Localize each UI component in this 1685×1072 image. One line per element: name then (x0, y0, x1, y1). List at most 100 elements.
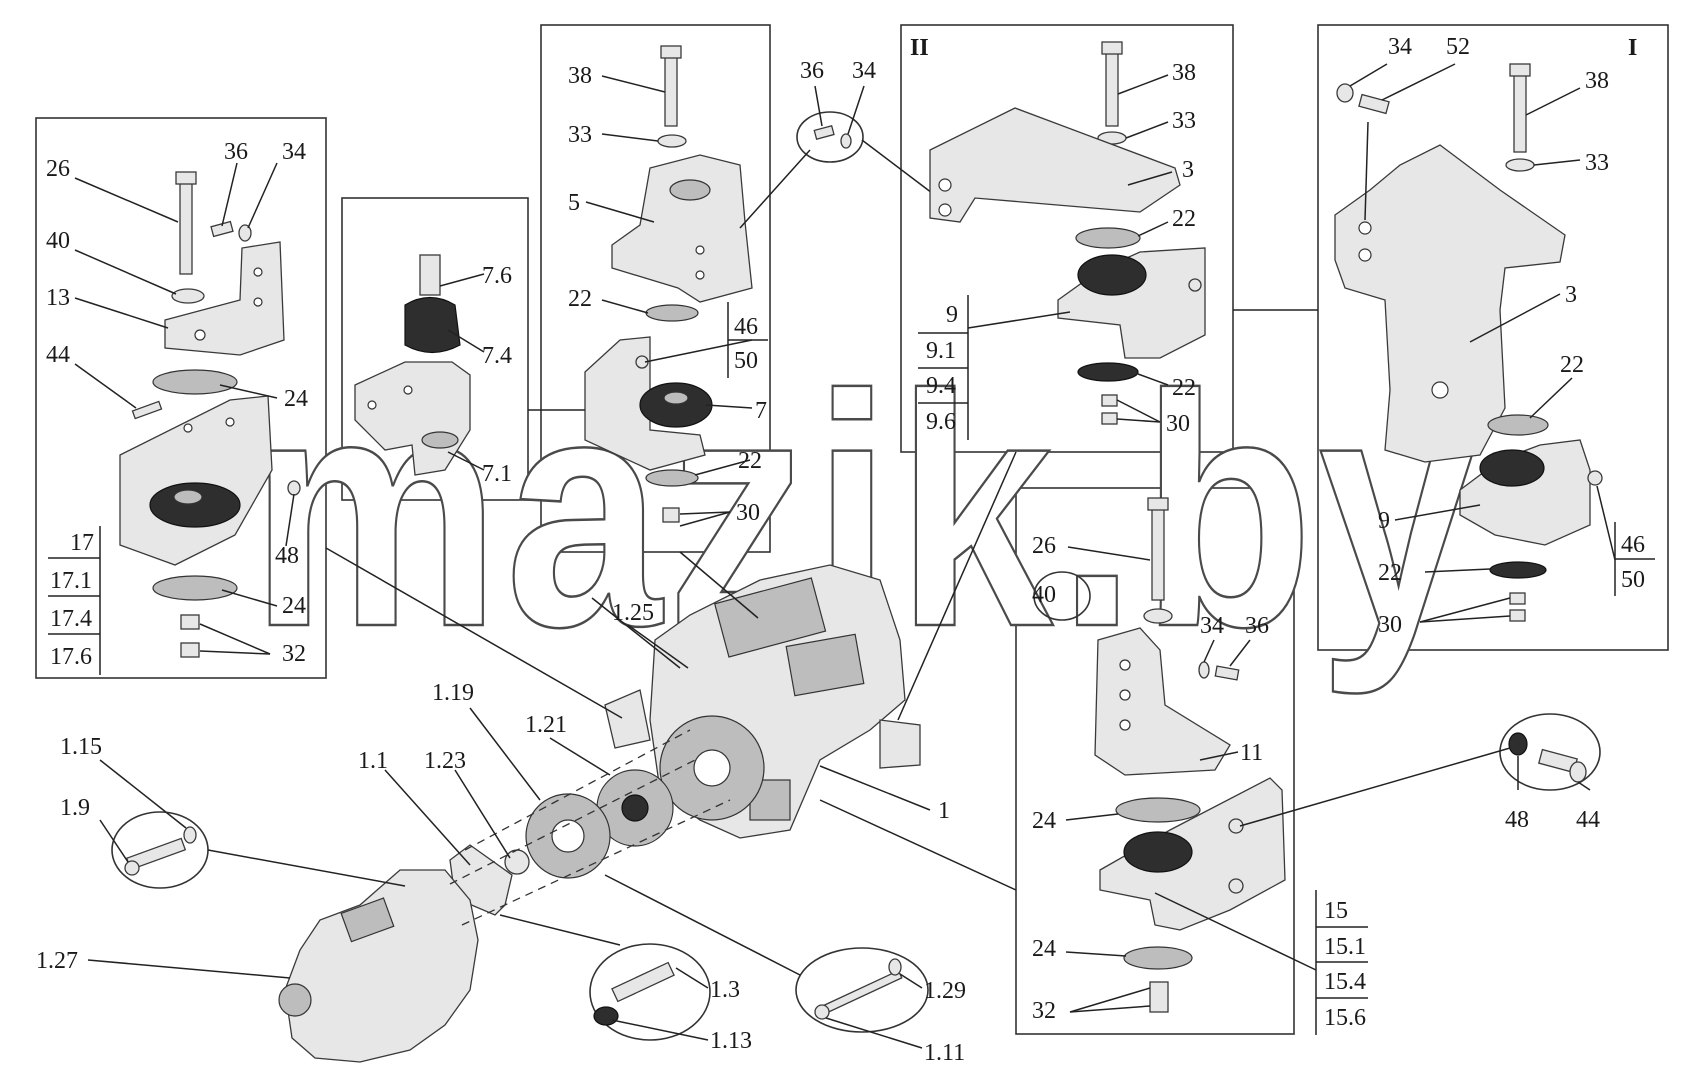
label-38-b: 38 (1172, 60, 1196, 86)
table-9: 9 9.1 9.4 9.6 (918, 295, 969, 440)
label-callout-36: 36 (800, 58, 824, 84)
hole (367, 400, 377, 410)
box3-leaders (585, 75, 753, 527)
label-40: 40 (46, 228, 70, 254)
leader (1065, 813, 1119, 821)
label-1-25: 1.25 (612, 600, 654, 626)
leader (221, 162, 238, 227)
hole (1119, 689, 1131, 701)
leader (679, 511, 731, 527)
plate-24-b-upper-drawing (1115, 797, 1201, 823)
label-1-1: 1.1 (358, 748, 388, 774)
leader (585, 201, 655, 223)
leader (1469, 293, 1561, 343)
leader (814, 85, 823, 127)
table-17-row-4: 17.6 (50, 644, 92, 670)
bolt-38-b-drawing (1105, 51, 1119, 127)
leader (644, 339, 753, 363)
leader (207, 849, 406, 887)
bolt-38-c-drawing (1513, 73, 1527, 153)
leader (199, 623, 271, 655)
table-46-50-left-row-2: 50 (734, 348, 758, 374)
leader (967, 311, 1071, 329)
leader (679, 511, 731, 515)
label-9-c: 9 (1378, 508, 1390, 534)
cushion-top (173, 489, 203, 505)
hole (253, 297, 263, 307)
bolt-26-b-drawing (1151, 507, 1165, 601)
box4-parts (929, 41, 1206, 425)
box1-labels: 26 36 34 40 13 44 24 48 24 32 (46, 139, 308, 667)
box6-labels: 26 40 34 36 11 24 24 32 (1032, 533, 1269, 1024)
bolt-head (124, 860, 140, 876)
box3-labels: 38 33 5 22 7 22 30 (568, 63, 767, 526)
label-48-e: 48 (1505, 807, 1529, 833)
callout-circle (796, 111, 864, 163)
mount-bracket-front-left (604, 689, 651, 749)
bolt-1-3-drawing (611, 961, 675, 1003)
table-17-row-2: 17.1 (50, 568, 92, 594)
bracket-3-c-drawing (1334, 144, 1566, 463)
assembly-labels: 1.25 1.19 1.21 1.1 1.23 1 1.27 (36, 600, 950, 979)
leader (1419, 597, 1511, 623)
leader (604, 874, 801, 976)
table-15-row-2: 15.1 (1324, 934, 1366, 960)
bolt-26-b-head (1147, 497, 1169, 511)
label-33-c: 33 (1585, 150, 1609, 176)
box4-labels: 38 33 3 22 22 30 (1166, 60, 1196, 437)
label-1-27: 1.27 (36, 948, 78, 974)
bolt-38-drawing (664, 55, 678, 127)
label-44: 44 (46, 342, 70, 368)
gearbox-1-27-drawing (284, 869, 479, 1063)
leader (694, 459, 751, 476)
leader (611, 1019, 709, 1041)
cushion-17-bracket-drawing (119, 395, 273, 566)
label-7: 7 (755, 398, 767, 424)
clutch-disc-hub (621, 794, 649, 822)
label-1-3: 1.3 (710, 977, 740, 1003)
label-22-upper: 22 (568, 286, 592, 312)
callout-circle (589, 943, 711, 1041)
table-46-50-right-row-1: 46 (1621, 532, 1645, 558)
label-52: 52 (1446, 34, 1470, 60)
box2-parts (354, 254, 471, 476)
leader (1069, 1005, 1151, 1013)
bracket-hole (669, 179, 711, 201)
leader (1116, 418, 1161, 423)
bracket-5-drawing (611, 154, 753, 303)
label-1-29: 1.29 (924, 978, 966, 1004)
hole (1358, 248, 1372, 262)
leader (899, 973, 923, 989)
leader (1394, 504, 1481, 521)
plate-22-b-lower-drawing (1077, 362, 1139, 382)
label-36: 36 (224, 139, 248, 165)
leader (627, 624, 689, 669)
leader (1533, 159, 1581, 166)
leader (1154, 892, 1317, 971)
cushion-9-rubber (1077, 254, 1147, 296)
label-7-4: 7.4 (482, 343, 512, 369)
hole (1431, 381, 1449, 399)
leader (469, 707, 541, 801)
callout-bolt-1-3: 1.3 1.13 (499, 914, 752, 1054)
label-22-c-upper: 22 (1560, 352, 1584, 378)
washer-40-b-drawing (1143, 608, 1173, 624)
leader (1229, 639, 1251, 667)
label-40-b: 40 (1032, 582, 1056, 608)
leader (1127, 171, 1173, 186)
label-22-b-lower: 22 (1172, 375, 1196, 401)
box5-parts (1334, 63, 1603, 622)
table-9-row-2: 9.1 (926, 338, 956, 364)
washer-34-c-drawing (1336, 83, 1354, 103)
leader (1067, 546, 1151, 561)
label-24-b-lower: 24 (1032, 936, 1056, 962)
assembly-axis (464, 729, 691, 851)
leader (99, 819, 129, 863)
washer-34-drawing (238, 224, 252, 242)
label-1: 1 (938, 798, 950, 824)
leader (447, 329, 485, 353)
engine-detail (713, 577, 827, 658)
table-46-50-left-row-1: 46 (734, 314, 758, 340)
assembly-axis (461, 799, 731, 926)
bolt-44-drawing (131, 400, 163, 420)
